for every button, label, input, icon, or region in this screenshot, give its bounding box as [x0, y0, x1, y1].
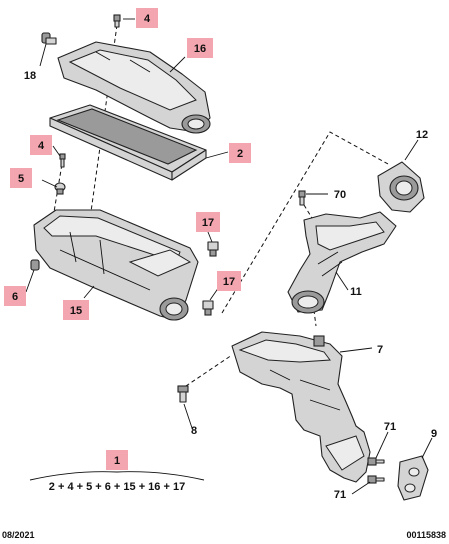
footer: 08/2021 00115838: [2, 530, 446, 540]
screw-70: [298, 190, 306, 206]
callout-label: 17: [202, 217, 214, 229]
bracket-9: [397, 455, 429, 501]
callout-8: 8: [191, 425, 197, 437]
callout-label: 71: [384, 421, 396, 433]
callout-4-middle: 4: [30, 135, 52, 155]
callout-label: 16: [194, 43, 206, 55]
callout-label: 18: [24, 70, 36, 82]
grommet-5: [54, 182, 66, 195]
screw-71-upper: [367, 457, 385, 466]
callout-16: 16: [187, 38, 213, 58]
air-filter-element: [49, 104, 207, 181]
callout-5: 5: [10, 168, 32, 188]
callout-11: 11: [350, 286, 362, 298]
bolt-4-top: [113, 14, 121, 28]
callout-17-upper: 17: [196, 212, 220, 232]
callout-label: 9: [431, 428, 437, 440]
rubber-foot-6: [30, 259, 40, 271]
callout-label: 6: [12, 291, 18, 303]
callout-12: 12: [416, 129, 428, 141]
air-filter-cover: [57, 41, 211, 134]
callout-17-lower: 17: [217, 271, 241, 291]
resonator-7: [231, 331, 371, 483]
kit-number: 1: [114, 455, 120, 467]
air-box-housing: [33, 209, 199, 321]
hose-sleeve-12: [377, 161, 425, 213]
clip-18: [41, 32, 57, 45]
callout-71-lower: 71: [334, 489, 346, 501]
callout-71-upper: 71: [384, 421, 396, 433]
screw-71-lower: [367, 475, 385, 484]
callout-label: 71: [334, 489, 346, 501]
callout-label: 17: [223, 276, 235, 288]
callout-label: 70: [334, 189, 346, 201]
clip-17-upper: [207, 241, 219, 257]
leader-lines: [25, 18, 433, 495]
callout-label: 7: [377, 344, 383, 356]
callout-label: 8: [191, 425, 197, 437]
callout-6: 6: [4, 286, 26, 306]
callout-7: 7: [377, 344, 383, 356]
callout-label: 4: [38, 140, 45, 152]
kit-formula: 2 + 4 + 5 + 6 + 15 + 16 + 17: [49, 481, 185, 493]
callout-label: 2: [237, 148, 243, 160]
intake-duct-11: [287, 211, 397, 314]
footer-date: 08/2021: [2, 530, 35, 540]
callout-label: 4: [144, 13, 151, 25]
callout-label: 11: [350, 286, 362, 298]
kit-legend: 1 2 + 4 + 5 + 6 + 15 + 16 + 17: [29, 450, 205, 493]
clip-17-lower: [202, 300, 214, 316]
bolt-4-middle: [59, 153, 66, 168]
callout-label: 15: [70, 305, 82, 317]
callout-4-top: 4: [136, 8, 158, 28]
callout-18: 18: [24, 70, 36, 82]
callout-label: 12: [416, 129, 428, 141]
callout-15: 15: [63, 300, 89, 320]
callout-70: 70: [334, 189, 346, 201]
stud-8: [177, 385, 189, 403]
footer-reference: 00115838: [406, 530, 446, 540]
callout-2: 2: [229, 143, 251, 163]
callout-label: 5: [18, 173, 24, 185]
callout-9: 9: [431, 428, 437, 440]
